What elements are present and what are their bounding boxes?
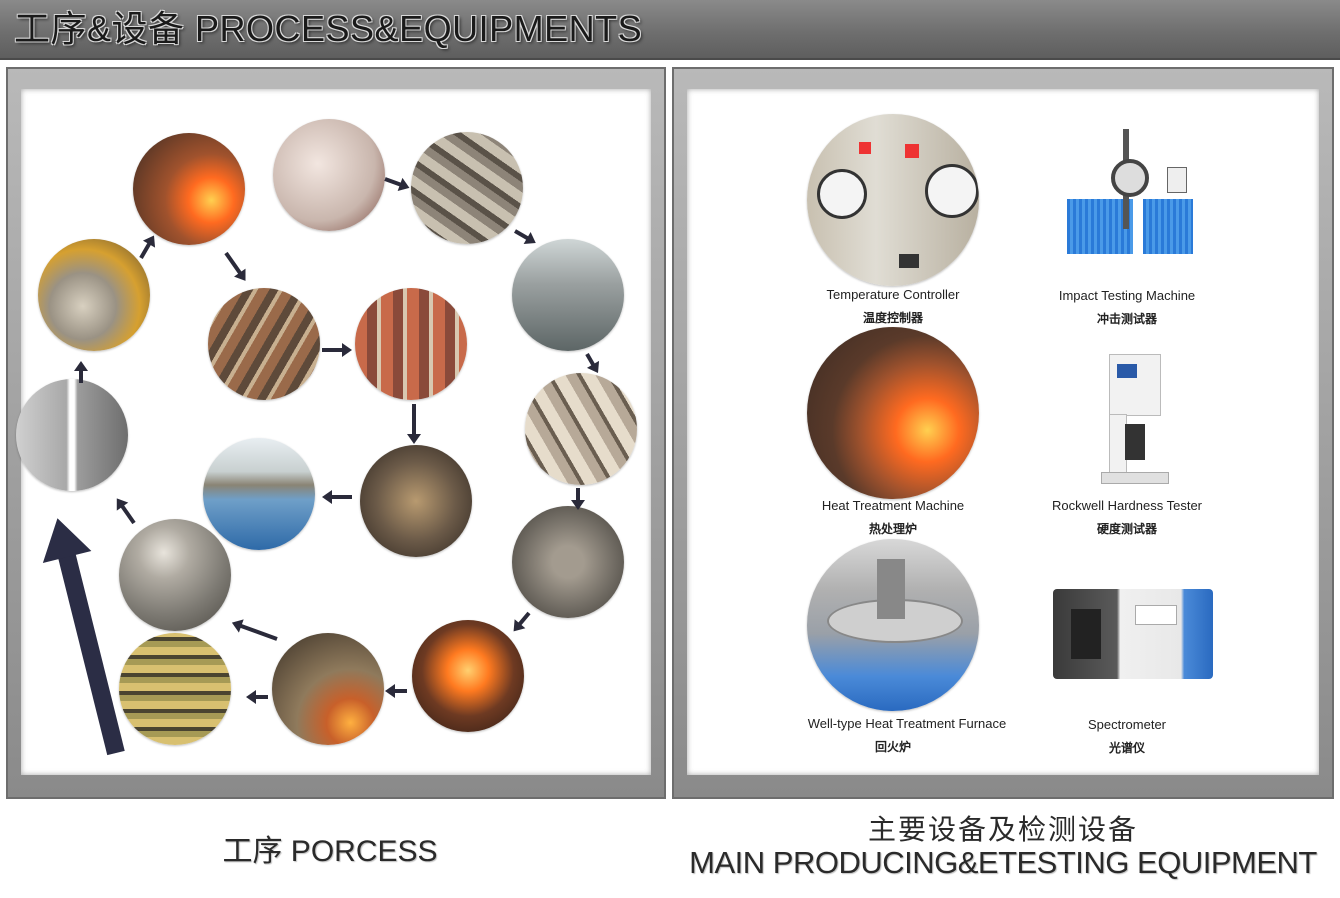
equipment-label-en: Temperature Controller [826,287,960,302]
process-step-dewaxing-furnace [412,620,524,732]
process-step-inspection [355,288,467,400]
process-step-design [273,119,385,231]
equipment-label-cn: 光谱仪 [1108,741,1145,755]
header-bar: 工序&设备 PROCESS&EQUIPMENTS [0,0,1340,60]
equipment-label-cn: 热处理炉 [868,522,917,536]
process-step-sanded-shells [512,506,624,618]
equipment-caption-en: MAIN PRODUCING&ETESTING EQUIPMENT [689,845,1317,880]
equipment-panel-canvas: Temperature Controller 温度控制器 Impact Test… [687,89,1319,775]
process-step-pouring [272,633,384,745]
process-panel-canvas [16,89,651,775]
process-panel [6,67,666,799]
flow-arrow [585,353,598,371]
flow-arrow [117,500,136,525]
process-step-shipping [203,438,315,550]
flow-arrow [514,611,531,630]
flow-arrow [389,689,407,693]
equipment-image-heat-treatment-machine [807,327,979,499]
equipment-label-cn: 回火炉 [874,740,911,754]
equipment-label-en: Rockwell Hardness Tester [1051,498,1203,513]
flow-arrow [139,237,154,259]
process-step-cast-parts [119,633,231,745]
process-step-shell-drying [525,373,637,485]
process-step-shell-removal [119,519,231,631]
process-step-machining [208,288,320,400]
flow-arrow [326,495,352,499]
flow-arrow [514,229,534,243]
equipment-label-en: Well-type Heat Treatment Furnace [807,716,1007,731]
equipment-panel: Temperature Controller 温度控制器 Impact Test… [672,67,1334,799]
equipment-label-cn: 硬度测试器 [1096,522,1157,536]
flow-arrow [250,695,268,699]
flow-arrow [322,343,352,357]
equipment-caption-cn: 主要设备及检测设备 [867,813,1138,846]
equipment-label-en: Impact Testing Machine [1058,288,1196,303]
return-arrow [57,550,125,756]
equipment-image-spectrometer [1053,579,1213,689]
flow-arrow [224,251,245,279]
process-step-packing [360,445,472,557]
equipment-image-temperature-controller [807,114,979,286]
process-step-grinding [38,239,150,351]
process-step-shot-blasting [16,379,128,491]
equipment-image-impact-testing-machine [1057,119,1217,269]
flow-arrow [412,404,416,440]
flow-arrow [234,622,278,641]
process-step-shell-building [512,239,624,351]
process-step-wax-patterns [411,132,523,244]
page-title: 工序&设备 PROCESS&EQUIPMENTS [14,8,643,49]
equipment-label-en: Heat Treatment Machine [821,498,965,513]
equipment-image-rockwell-hardness-tester [1097,354,1177,484]
equipment-label-cn: 温度控制器 [862,311,923,325]
flow-arrow [576,488,580,506]
process-step-heat-treatment [133,133,245,245]
equipment-image-well-type-furnace [807,539,979,711]
flow-arrow [79,365,83,383]
flow-arrow [384,177,407,189]
equipment-label-en: Spectrometer [1087,717,1167,732]
equipment-label-cn: 冲击测试器 [1096,312,1157,326]
process-caption: 工序 PORCESS [222,835,438,868]
